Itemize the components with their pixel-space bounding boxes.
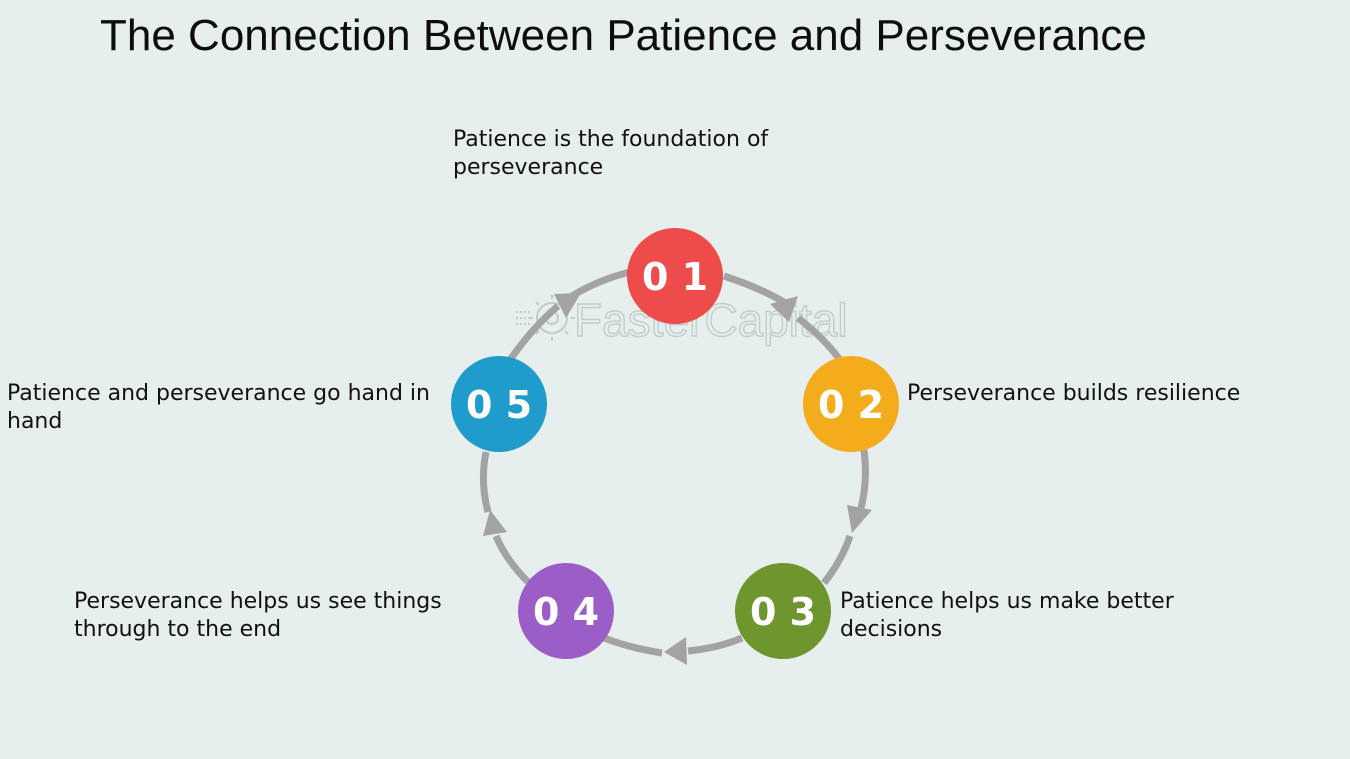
arrow-2-to-3 — [857, 449, 869, 509]
arrow-3-to-4 — [687, 634, 744, 655]
step-circle-01: 0 1 — [627, 228, 723, 324]
step-circle-04-fill — [518, 563, 614, 659]
step-label-04: Perseverance helps us see things through… — [74, 589, 442, 642]
arrow-5-to-1 — [507, 303, 561, 362]
step-number-03: 0 3 — [750, 590, 816, 634]
step-label-03: Patience helps us make better decisions — [840, 589, 1174, 642]
arrow-4-to-5 — [492, 534, 531, 585]
arrow-4-to-5-head — [483, 510, 507, 536]
arrow-3-to-4-head — [664, 637, 687, 665]
step-circle-02-fill — [803, 356, 899, 452]
cycle-arrows — [479, 268, 872, 665]
step-circle-03: 0 3 — [735, 563, 831, 659]
arrow-1-to-2 — [722, 272, 786, 306]
step-circle-03-fill — [735, 563, 831, 659]
step-circle-02: 0 2 — [803, 356, 899, 452]
step-number-04: 0 4 — [533, 590, 599, 634]
arrow-5-to-1-head — [554, 293, 581, 318]
connector-2-to-3 — [821, 534, 854, 586]
step-label-02: Perseverance builds resilience — [907, 381, 1241, 406]
step-circle-05-fill — [451, 356, 547, 452]
diagram-title: The Connection Between Patience and Pers… — [100, 11, 1147, 60]
step-label-01: Patience is the foundation of perseveran… — [453, 127, 769, 180]
connector-5-to-1 — [570, 268, 631, 299]
step-number-05: 0 5 — [466, 383, 532, 427]
step-number-01: 0 1 — [642, 255, 708, 299]
arrow-1-to-2-head — [770, 296, 798, 322]
step-circle-04: 0 4 — [518, 563, 614, 659]
connector-1-to-2 — [795, 315, 843, 363]
step-number-02: 0 2 — [818, 383, 884, 427]
connector-3-to-4 — [602, 634, 663, 657]
connector-4-to-5 — [479, 451, 492, 513]
step-label-05: Patience and perseverance go hand in han… — [7, 381, 430, 434]
step-circle-01-fill — [627, 228, 723, 324]
arrow-2-to-3-head — [847, 505, 872, 533]
step-circle-05: 0 5 — [451, 356, 547, 452]
